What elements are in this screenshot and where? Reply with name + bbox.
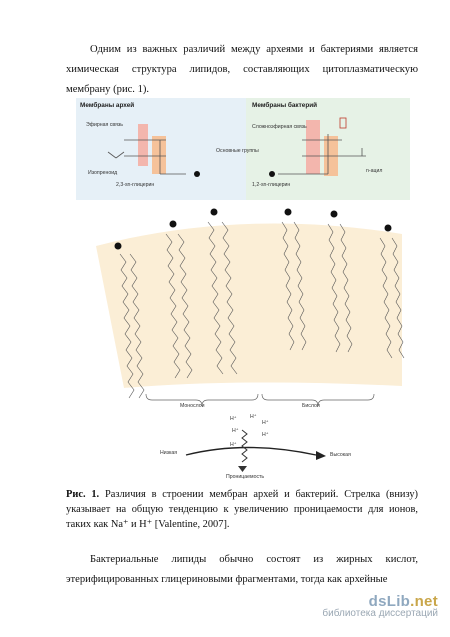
bacteria-title: Мембраны бактерий (252, 102, 318, 109)
permeability-arrow (185, 446, 317, 456)
body-text: Бактериальные липиды обычно состоят из ж… (66, 554, 418, 585)
dslib-watermark: dsLib.net библиотека диссертаций (322, 593, 438, 619)
proton-label-6: H⁺ (230, 442, 237, 448)
ether-highlight (138, 124, 148, 166)
monolayer-bracket (145, 393, 259, 407)
proton-flow-arrow (241, 429, 248, 463)
intro-paragraph: Одним из важных различий между археями и… (66, 40, 418, 100)
bacteria-head-group (269, 171, 275, 177)
caption-label: Рис. 1. (66, 489, 100, 500)
proton-label-1: H⁺ (230, 416, 237, 422)
low-label: Низкая (160, 450, 178, 456)
figure-caption: Рис. 1. Различия в строении мембран архе… (66, 487, 418, 532)
glycerol-highlight-archaea (152, 136, 166, 174)
permeability-label: Проницаемость (226, 474, 265, 480)
intro-text: Одним из важных различий между археями и… (66, 44, 418, 95)
acyl-label: n-ацил (366, 168, 383, 174)
proton-label-4: H⁺ (232, 428, 239, 434)
ether-bond-label: Эфирная связь (86, 122, 123, 128)
glycerol-bacteria-label: 1,2-sn-глицерин (252, 182, 291, 188)
monolayer-label: Монослои (180, 403, 205, 409)
proton-label-2: H⁺ (250, 414, 257, 420)
membrane-diagram (76, 98, 410, 472)
isoprenoid-label: Изопреноид (88, 170, 118, 176)
archaea-head-group (194, 171, 200, 177)
proton-label-3: H⁺ (262, 420, 269, 426)
bilayer-bracket (261, 393, 375, 407)
watermark-logo: dsLib.net (368, 593, 438, 610)
watermark-tagline: библиотека диссертаций (322, 608, 438, 619)
ester-highlight (306, 120, 320, 174)
caption-text: Различия в строении мембран архей и бакт… (66, 489, 418, 530)
membrane-figure: Мембраны архей Мембраны бактерий Эфирная… (66, 96, 418, 481)
glycerol-archaea-label: 2,3-sn-глицерин (116, 182, 155, 188)
lipid-chains (119, 221, 405, 399)
ester-bond-label: Сложноэфирная связь (252, 124, 307, 130)
archaea-title: Мембраны архей (80, 102, 135, 109)
head-groups-label: Основные группы (216, 148, 259, 154)
body-paragraph: Бактериальные липиды обычно состоят из ж… (66, 550, 418, 590)
high-label: Высокая (330, 452, 351, 458)
membrane-band (96, 223, 402, 388)
proton-label-5: H⁺ (262, 432, 269, 438)
bilayer-label: Бислои (302, 403, 320, 409)
lipid-heads (114, 208, 392, 250)
